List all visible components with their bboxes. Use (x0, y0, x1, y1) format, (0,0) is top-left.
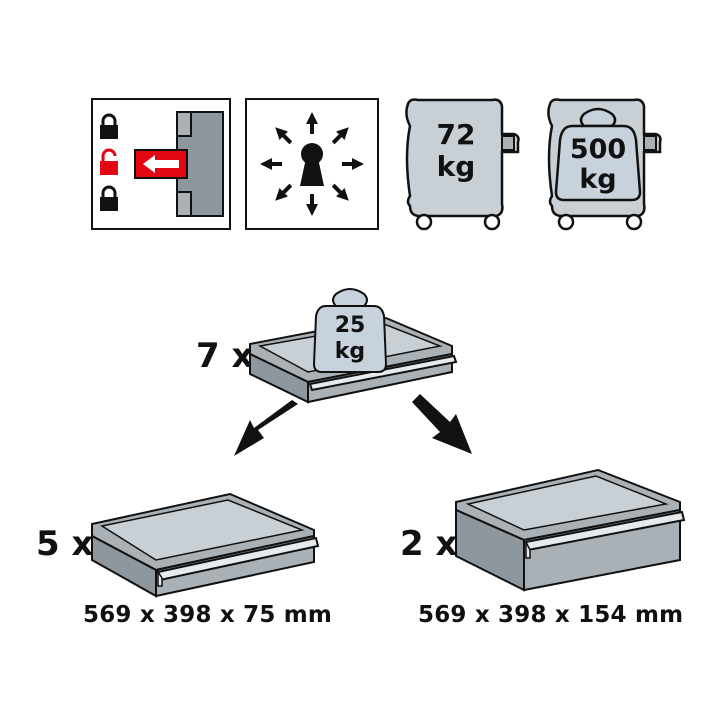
padlock-open-icon (100, 148, 118, 175)
drawer-icon (91, 492, 320, 598)
cabinet-rail-icon (176, 111, 224, 217)
total-load-unit: kg (579, 164, 616, 195)
arrow-down-right-icon (412, 394, 472, 454)
arrow-down-left-icon (234, 400, 298, 456)
weight-icon (554, 107, 642, 202)
small-drawer-dimensions: 569 x 398 x 75 mm (83, 602, 333, 628)
keyhole-icon (300, 143, 324, 186)
large-drawer-dimensions: 569 x 398 x 154 mm (418, 602, 684, 628)
drawer-icon: 25 kg (249, 288, 458, 404)
padlock-closed-icon (100, 113, 118, 139)
drawer-load-value: 25 (335, 313, 366, 338)
weight-icon (312, 288, 388, 373)
large-drawer-count: 2 x (400, 524, 458, 564)
own-weight-unit: kg (437, 150, 476, 183)
own-weight-value: 72 (437, 118, 476, 151)
arrow-left-icon (134, 149, 188, 179)
trolley-icon: 72 kg (405, 98, 520, 231)
padlock-closed-icon (100, 185, 118, 211)
drawer-load-unit: kg (335, 339, 365, 364)
small-drawer-count: 5 x (36, 524, 94, 564)
total-load-value: 500 (570, 134, 626, 165)
total-drawer-count: 7 x (196, 336, 254, 376)
central-lock-icon (91, 98, 231, 230)
trolley-load-icon: 500 kg (547, 98, 662, 231)
drawer-icon (455, 468, 686, 592)
keyhole-directions-icon (245, 98, 379, 230)
